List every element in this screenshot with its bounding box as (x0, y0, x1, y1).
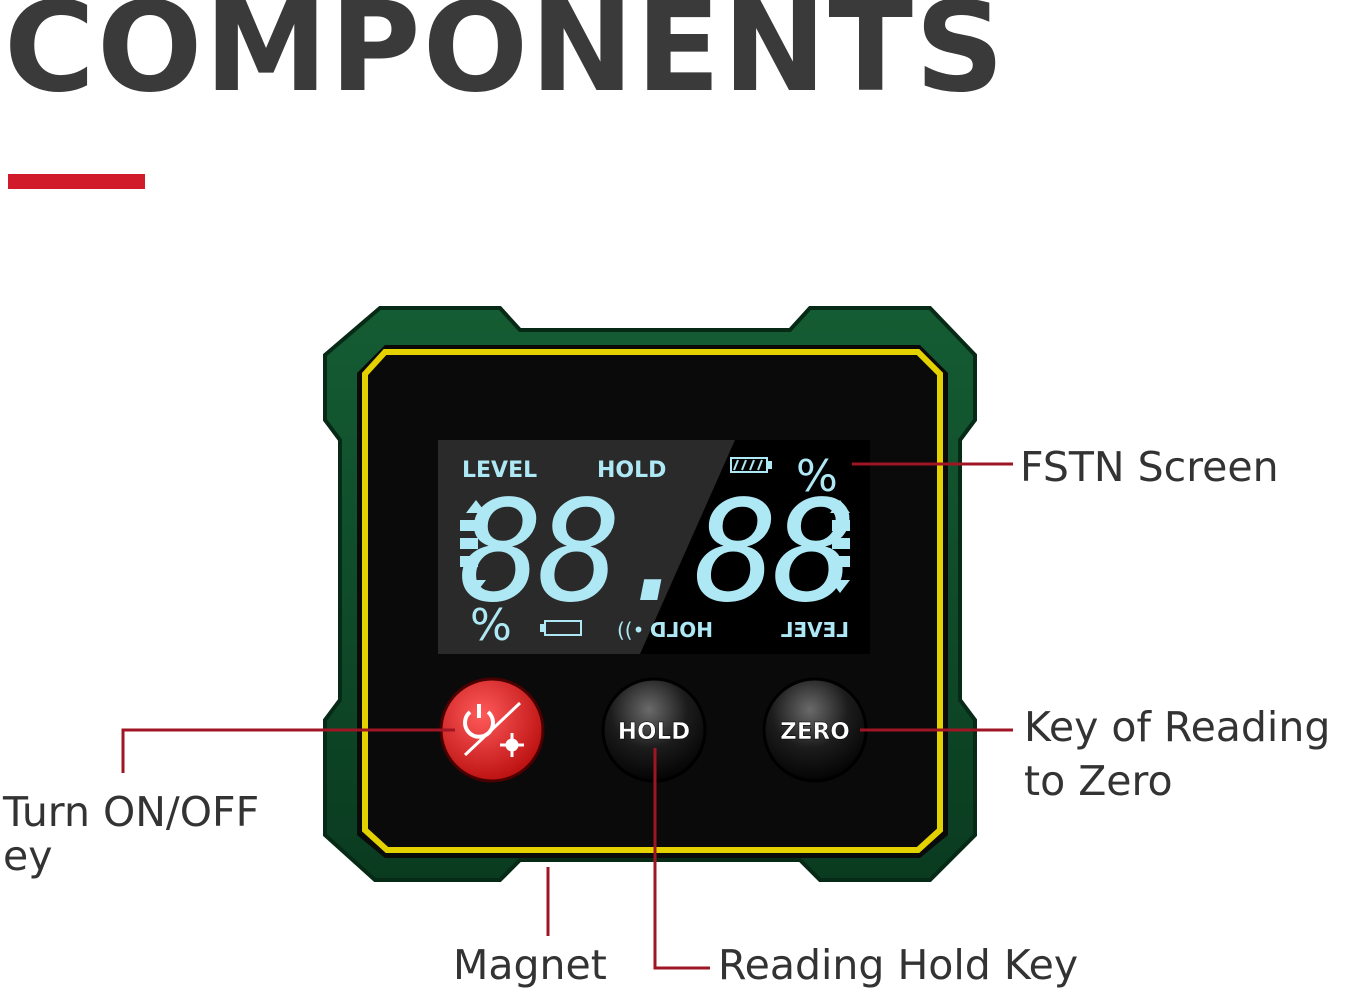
laser-icon (500, 733, 524, 757)
battery-icon-flipped (540, 620, 582, 636)
callout-magnet: Magnet (453, 941, 607, 989)
callout-zero-key: Key of Reading to Zero (1024, 703, 1331, 805)
lcd-digits: 88.88 (459, 471, 850, 634)
level-indicator-left (460, 500, 486, 593)
battery-icon (730, 457, 772, 473)
hold-button[interactable]: HOLD (601, 677, 707, 783)
lcd-label-level: LEVEL (462, 458, 537, 483)
leader-hold (653, 748, 710, 970)
title-accent-bar (8, 174, 145, 189)
device-yellow-frame (362, 349, 943, 853)
page-title: COMPONENTS (4, 0, 1007, 120)
zero-button-label: ZERO (780, 719, 850, 745)
zero-button[interactable]: ZERO (762, 677, 868, 783)
power-button[interactable] (439, 677, 545, 783)
leader-power (121, 728, 455, 773)
callout-fstn-screen: FSTN Screen (1020, 443, 1279, 491)
lcd-percent-bottom: % (470, 600, 512, 651)
power-icon (463, 701, 522, 757)
hold-button-label: HOLD (618, 719, 691, 745)
lcd-glare (438, 440, 735, 654)
wave-icon: ((• (617, 618, 644, 642)
callout-power-key: Turn ON/OFF ey (3, 788, 260, 880)
lcd-label-hold: HOLD (597, 458, 666, 483)
lcd-label-level-mirrored: LEVEL (780, 618, 849, 642)
lcd-percent-top: % (796, 451, 838, 502)
level-indicator-right (830, 500, 850, 593)
lcd-label-hold-mirrored: HOLD (650, 618, 713, 642)
callout-hold-key: Reading Hold Key (718, 941, 1079, 989)
